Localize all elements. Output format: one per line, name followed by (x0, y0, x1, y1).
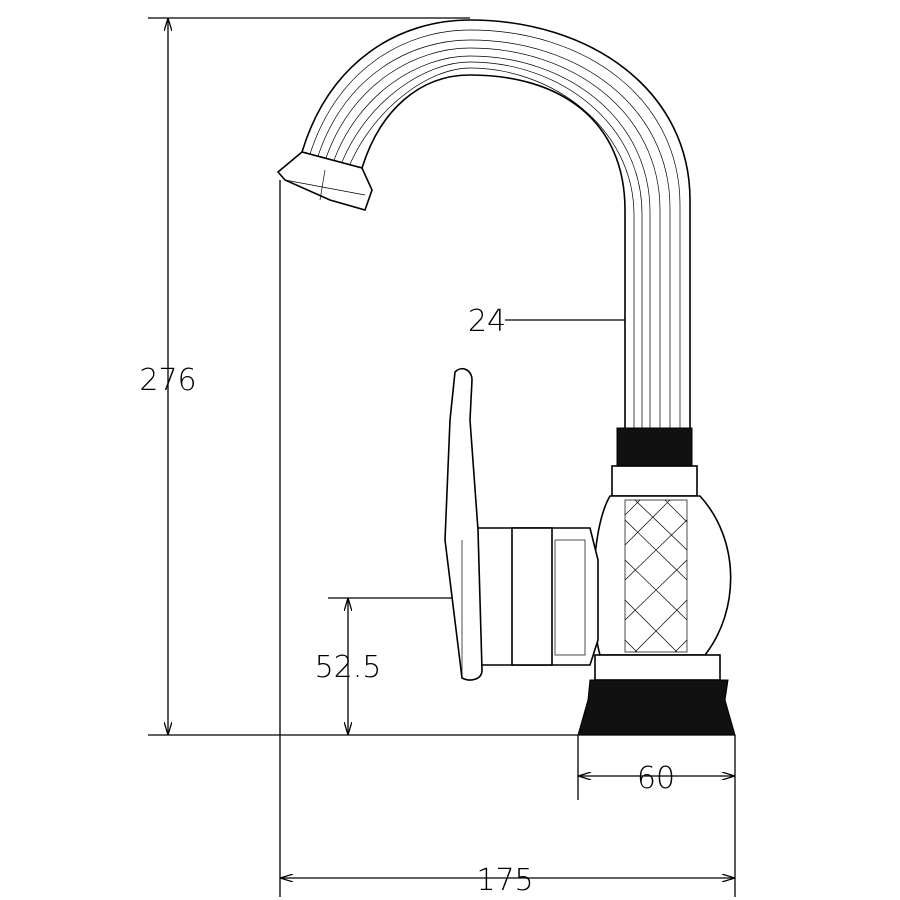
dim-spout-reach: 175 (476, 863, 533, 898)
dim-spout-diameter: 24 (468, 304, 506, 339)
dim-handle-height: 52.5 (315, 650, 382, 685)
spout (276, 19, 691, 431)
dim-base-width: 60 (637, 761, 675, 796)
handle (444, 368, 599, 681)
faucet-body (577, 427, 736, 736)
dim-total-height: 276 (139, 363, 196, 398)
